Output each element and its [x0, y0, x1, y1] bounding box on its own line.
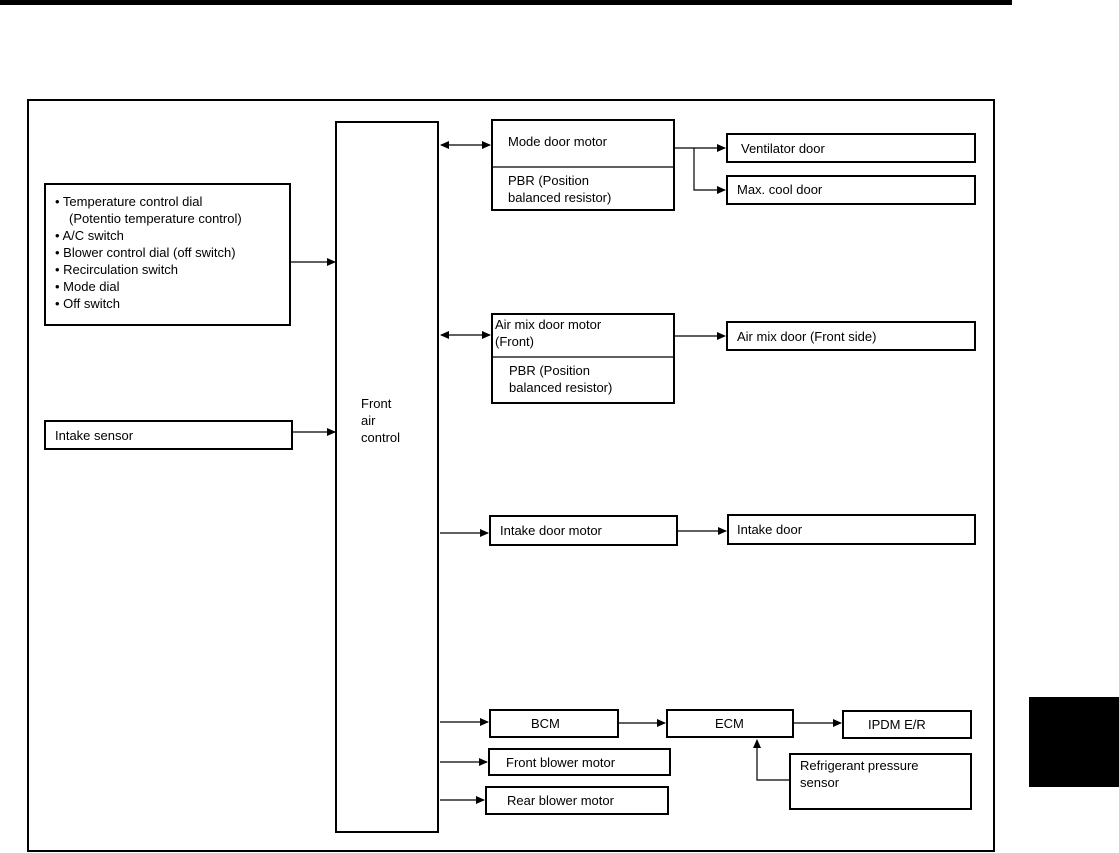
- ecm-label: ECM: [715, 716, 744, 731]
- front-air-control-box: [335, 121, 439, 833]
- max-cool-door-box: [726, 175, 976, 205]
- ipdm-label: IPDM E/R: [868, 717, 926, 732]
- air-mix-pbr-line1: PBR (Position: [509, 363, 590, 378]
- air-mix-pbr-line2: balanced resistor): [509, 380, 612, 395]
- air-mix-door-box: [726, 321, 976, 351]
- section-tab: [1029, 697, 1119, 787]
- rear-blower-label: Rear blower motor: [507, 793, 615, 808]
- bcm-box: [489, 709, 619, 738]
- mode-pbr-line1: PBR (Position: [508, 173, 589, 188]
- controller-label-line1: Front: [361, 396, 392, 411]
- switch-item: • Off switch: [55, 296, 120, 311]
- mode-door-motor-label: Mode door motor: [508, 134, 608, 149]
- refrigerant-sensor-box: [789, 753, 972, 810]
- ventilator-door-label: Ventilator door: [741, 141, 826, 156]
- intake-sensor-box: [44, 420, 293, 450]
- intake-door-label: Intake door: [737, 522, 803, 537]
- intake-door-box: [727, 514, 976, 545]
- header-rule: [0, 0, 1012, 5]
- switch-inputs-box: [44, 183, 291, 326]
- switch-item: • Recirculation switch: [55, 262, 178, 277]
- air-mix-motor-line2: (Front): [495, 334, 534, 349]
- controller-label-line3: control: [361, 430, 400, 445]
- mode-door-motor-box: [491, 119, 675, 211]
- intake-door-motor-label: Intake door motor: [500, 523, 603, 538]
- switch-item: • Blower control dial (off switch): [55, 245, 236, 260]
- intake-door-motor-box: [489, 515, 678, 546]
- front-blower-label: Front blower motor: [506, 755, 616, 770]
- air-mix-door-label: Air mix door (Front side): [737, 329, 876, 344]
- to-max-cool-arrow: [693, 148, 726, 194]
- max-cool-door-label: Max. cool door: [737, 182, 823, 197]
- switch-item: • Mode dial: [55, 279, 120, 294]
- intake-sensor-label: Intake sensor: [55, 428, 134, 443]
- controller-label-line2: air: [361, 413, 376, 428]
- switch-item: • A/C switch: [55, 228, 124, 243]
- mode-pbr-line2: balanced resistor): [508, 190, 611, 205]
- switch-item: • Temperature control dial: [55, 194, 202, 209]
- air-mix-motor-box: [491, 313, 675, 404]
- diagram-frame: [27, 99, 995, 852]
- switch-item: (Potentio temperature control): [69, 211, 242, 226]
- ventilator-door-box: [726, 133, 976, 163]
- bcm-label: BCM: [531, 716, 560, 731]
- rear-blower-box: [485, 786, 669, 815]
- ecm-box: [666, 709, 794, 738]
- refrigerant-line2: sensor: [800, 775, 840, 790]
- refrigerant-line1: Refrigerant pressure: [800, 758, 919, 773]
- ipdm-box: [842, 710, 972, 739]
- air-mix-motor-line1: Air mix door motor: [495, 317, 602, 332]
- refrigerant-to-ecm-arrow: [753, 739, 790, 781]
- front-blower-box: [488, 748, 671, 776]
